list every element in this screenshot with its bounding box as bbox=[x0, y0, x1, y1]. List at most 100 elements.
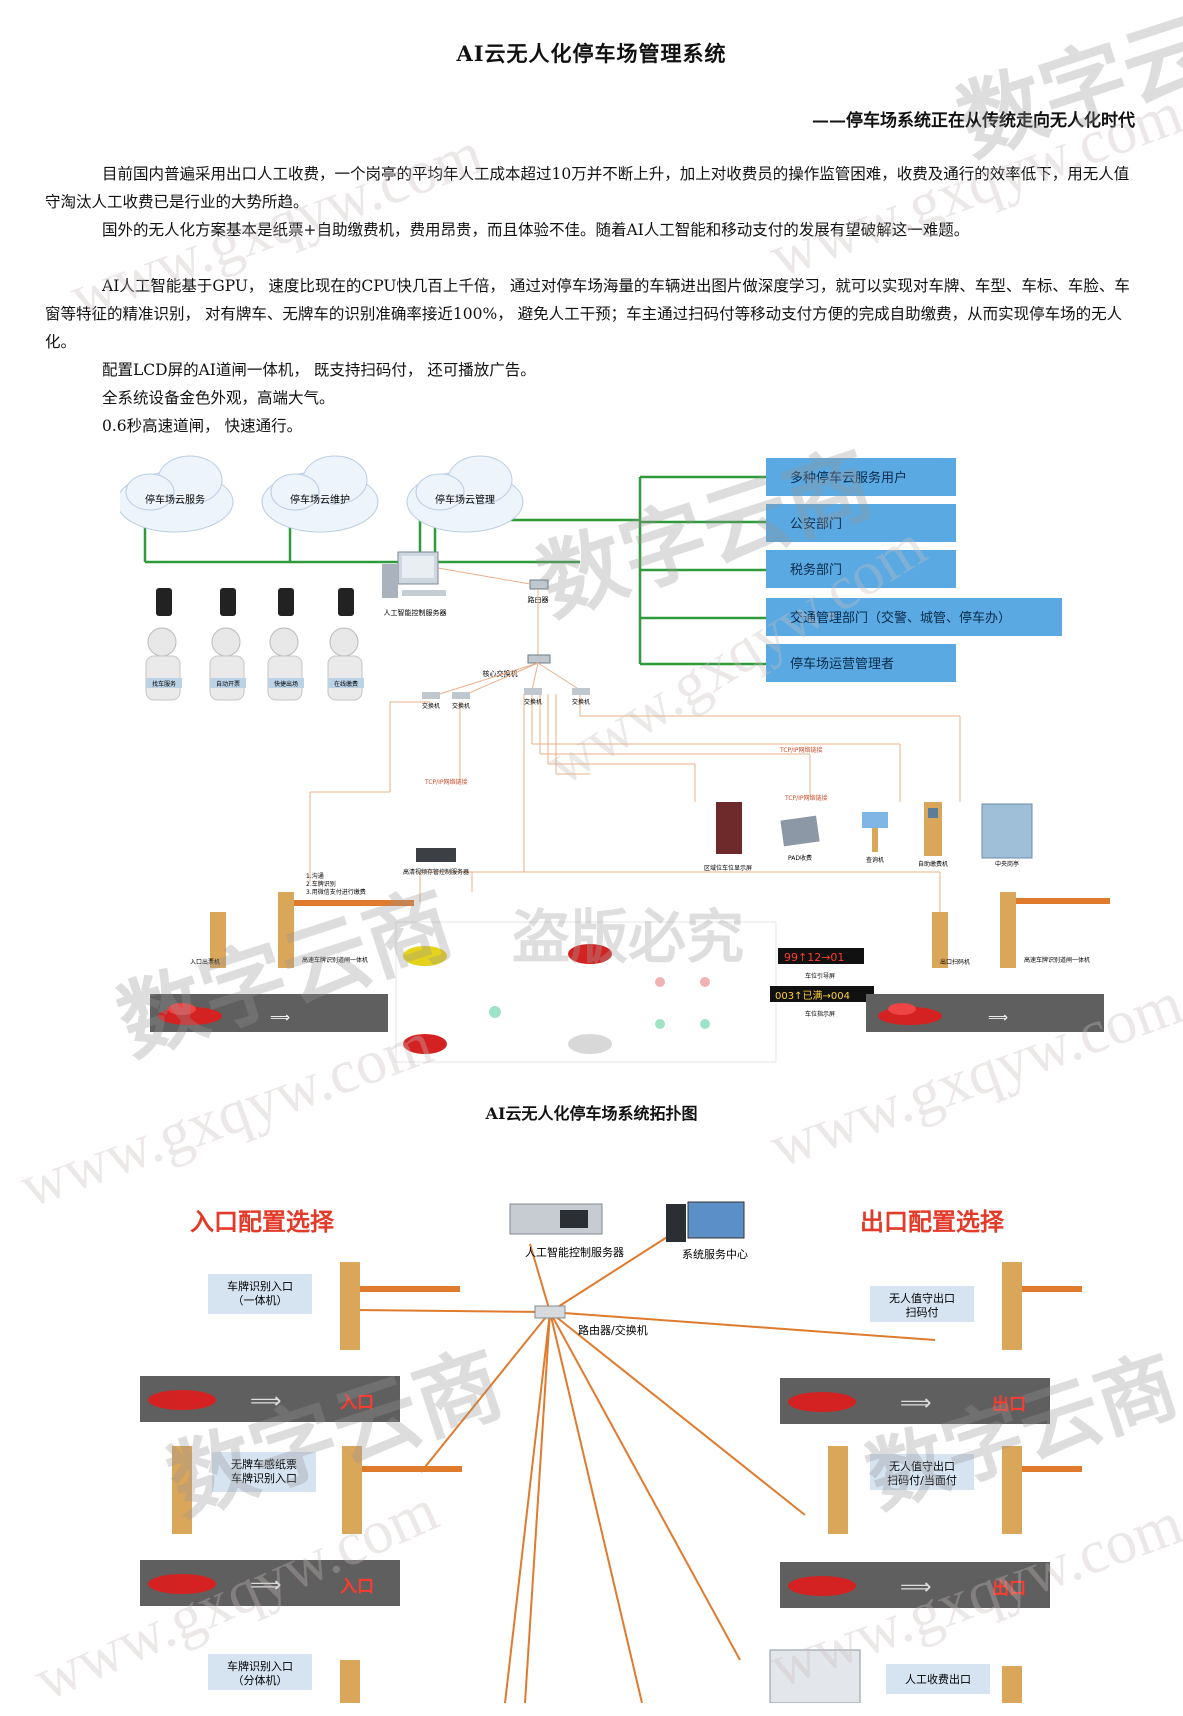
orange-network-links bbox=[309, 662, 961, 912]
paragraph-4: 配置LCD屏的AI道闸一体机， 既支持扫码付， 还可播放广告。 bbox=[102, 361, 536, 379]
topology-diagram: 停车场云服务 停车场云维护 停车场云管理 多种停车云服务用户 公安部门 税务部门… bbox=[120, 455, 1110, 1063]
svg-text:快捷出场: 快捷出场 bbox=[274, 680, 298, 688]
paragraph-1: 目前国内普遍采用出口人工收费，一个岗亭的平均年人工成本超过10万并不断上升，加上… bbox=[45, 165, 1130, 211]
ai-server-icon: 人工智能控制服务器 bbox=[509, 1203, 624, 1259]
svg-text:路由器/交换机: 路由器/交换机 bbox=[578, 1323, 648, 1337]
svg-text:入口出票机: 入口出票机 bbox=[190, 958, 220, 966]
core-switch-label: 核心交换机 bbox=[483, 669, 518, 678]
svg-text:交换机: 交换机 bbox=[422, 702, 440, 710]
exit-lane-1-label: 出口 bbox=[992, 1394, 1026, 1415]
svg-text:交换机: 交换机 bbox=[452, 702, 470, 710]
exit-gate: 出口扫码机 高速车牌识别道闸一体机 bbox=[932, 892, 1110, 968]
svg-text:停车场运营管理者: 停车场运营管理者 bbox=[790, 656, 894, 672]
exit-option-1: 无人值守出口扫码付 bbox=[870, 1262, 1082, 1350]
page-title: AI云无人化停车场管理系统 bbox=[456, 41, 727, 66]
config-links bbox=[350, 1231, 936, 1703]
exit-option-1-label: 无人值守出口扫码付 bbox=[889, 1291, 955, 1319]
cloud-label-1: 停车场云服务 bbox=[145, 493, 205, 506]
cloud-label-2: 停车场云维护 bbox=[290, 493, 350, 506]
device-query-kiosk: 查询机 bbox=[862, 812, 888, 864]
switch-icons: 交换机 交换机 交换机 交换机 bbox=[422, 688, 590, 710]
router-switch-icon: 路由器/交换机 bbox=[534, 1305, 648, 1337]
svg-text:1.沟通: 1.沟通 bbox=[306, 872, 324, 880]
user-box-3: 税务部门 bbox=[766, 550, 956, 588]
svg-text:中央岗亭: 中央岗亭 bbox=[995, 860, 1019, 868]
entry-option-3-label: 车牌识别入口（分体机） bbox=[227, 1659, 293, 1687]
system-center-icon: 系统服务中心 bbox=[666, 1201, 748, 1261]
mobile-user-1: 找车服务 bbox=[145, 588, 182, 701]
exit-lane-1-car-icon bbox=[788, 1392, 856, 1412]
svg-text:出口扫码机: 出口扫码机 bbox=[940, 958, 970, 966]
entry-arrow-icon: ⟹ bbox=[270, 1010, 290, 1026]
network-label-1: TCP/IP网络链接 bbox=[424, 778, 468, 786]
entry-lane-2-label: 入口 bbox=[340, 1577, 374, 1597]
svg-text:查询机: 查询机 bbox=[866, 856, 884, 864]
svg-text:高速车牌识别道闸一体机: 高速车牌识别道闸一体机 bbox=[302, 956, 368, 964]
led-sign-1: 99↑12→01 车位引导屏 bbox=[778, 948, 864, 980]
svg-text:人工智能控制服务器: 人工智能控制服务器 bbox=[525, 1245, 624, 1259]
svg-text:99↑12→01: 99↑12→01 bbox=[784, 951, 844, 964]
device-display-screen: 区域位车位显示屏 bbox=[704, 802, 752, 872]
exit-config-title: 出口配置选择 bbox=[860, 1208, 1005, 1236]
exit-lane-2-arrow-icon: ⟹ bbox=[900, 1575, 932, 1600]
exit-option-3-label: 人工收费出口 bbox=[905, 1672, 971, 1686]
svg-text:公安部门: 公安部门 bbox=[790, 517, 842, 532]
network-label-2: TCP/IP网络链接 bbox=[779, 746, 823, 754]
cloud-management: 停车场云管理 bbox=[406, 455, 524, 533]
svg-text:税务部门: 税务部门 bbox=[790, 562, 842, 578]
entry-option-2-label: 无牌车感纸票车牌识别入口 bbox=[231, 1457, 297, 1485]
svg-text:多种停车云服务用户: 多种停车云服务用户 bbox=[790, 470, 907, 486]
mobile-user-2: 自动开票 bbox=[209, 588, 246, 701]
svg-text:找车服务: 找车服务 bbox=[152, 680, 176, 688]
svg-text:系统服务中心: 系统服务中心 bbox=[682, 1248, 748, 1261]
entry-lane-2-car-icon bbox=[148, 1574, 216, 1594]
exit-option-3: 人工收费出口 bbox=[769, 1649, 1022, 1703]
server-computer-icon: 人工智能控制服务器 bbox=[382, 551, 447, 617]
paragraph-3: AI人工智能基于GPU， 速度比现在的CPU快几百上千倍， 通过对停车场海量的车… bbox=[45, 277, 1130, 351]
user-box-5: 停车场运营管理者 bbox=[766, 644, 956, 682]
user-box-2: 公安部门 bbox=[766, 504, 956, 542]
entry-option-3: 车牌识别入口（分体机） bbox=[208, 1654, 360, 1703]
watermark-1: 数字云商 bbox=[946, 0, 1183, 176]
network-label-3: TCP/IP网络链接 bbox=[784, 794, 828, 802]
device-pad: PAD收费 bbox=[780, 815, 820, 862]
mobile-user-4: 在线缴费 bbox=[327, 588, 364, 701]
svg-text:交换机: 交换机 bbox=[572, 698, 590, 706]
exit-option-2-label: 无人值守出口扫码付/当面付 bbox=[887, 1459, 957, 1487]
svg-text:3.用微信支付进行缴费: 3.用微信支付进行缴费 bbox=[306, 888, 366, 896]
device-central-booth: 中央岗亭 bbox=[981, 803, 1033, 868]
svg-text:车位引导屏: 车位引导屏 bbox=[805, 972, 835, 980]
nvr-server-icon: 高清视频存管控制服务器 bbox=[403, 848, 469, 876]
mobile-user-3: 快捷出场 bbox=[267, 588, 304, 701]
exit-car-icon bbox=[878, 1003, 942, 1025]
entry-option-1-label: 车牌识别入口（一体机） bbox=[227, 1279, 293, 1307]
exit-lane-2-car-icon bbox=[788, 1576, 856, 1596]
page-subtitle: ——停车场系统正在从传统走向无人化时代 bbox=[812, 111, 1135, 131]
user-box-1: 多种停车云服务用户 bbox=[766, 458, 956, 496]
entry-option-1: 车牌识别入口（一体机） bbox=[208, 1262, 460, 1350]
svg-text:交换机: 交换机 bbox=[524, 698, 542, 706]
entry-lane-1-label: 入口 bbox=[340, 1393, 374, 1413]
entry-option-2: 无牌车感纸票车牌识别入口 bbox=[172, 1446, 462, 1534]
entry-gate: 入口出票机 高速车牌识别道闸一体机 1.沟通 2.车牌识别 3.用微信支付进行缴… bbox=[190, 872, 414, 968]
entry-car-icon bbox=[158, 1003, 222, 1025]
entry-lane-1-car-icon bbox=[148, 1390, 216, 1410]
entry-lane-1-arrow-icon: ⟹ bbox=[250, 1389, 282, 1414]
parking-lot bbox=[395, 921, 777, 1063]
svg-text:2.车牌识别: 2.车牌识别 bbox=[306, 880, 336, 888]
paragraph-6: 0.6秒高速道闸， 快速通行。 bbox=[102, 417, 303, 435]
cloud-maintenance: 停车场云维护 bbox=[261, 455, 379, 533]
svg-text:自动开票: 自动开票 bbox=[216, 680, 240, 688]
exit-arrow-icon: ⟹ bbox=[988, 1010, 1008, 1026]
entry-lane-2-arrow-icon: ⟹ bbox=[250, 1573, 282, 1598]
entry-config-title: 入口配置选择 bbox=[190, 1208, 335, 1236]
cloud-service: 停车场云服务 bbox=[120, 455, 234, 533]
svg-text:自助缴费机: 自助缴费机 bbox=[918, 860, 948, 868]
svg-text:车位指示屏: 车位指示屏 bbox=[805, 1010, 835, 1018]
svg-text:PAD收费: PAD收费 bbox=[788, 854, 812, 862]
svg-text:高速车牌识别道闸一体机: 高速车牌识别道闸一体机 bbox=[1024, 956, 1090, 964]
svg-text:高清视频存管控制服务器: 高清视频存管控制服务器 bbox=[403, 868, 469, 876]
exit-option-2: 无人值守出口扫码付/当面付 bbox=[828, 1446, 1082, 1534]
svg-text:交通管理部门（交警、城管、停车办）: 交通管理部门（交警、城管、停车办） bbox=[790, 610, 1011, 626]
diagram-caption: AI云无人化停车场系统拓扑图 bbox=[485, 1104, 698, 1123]
